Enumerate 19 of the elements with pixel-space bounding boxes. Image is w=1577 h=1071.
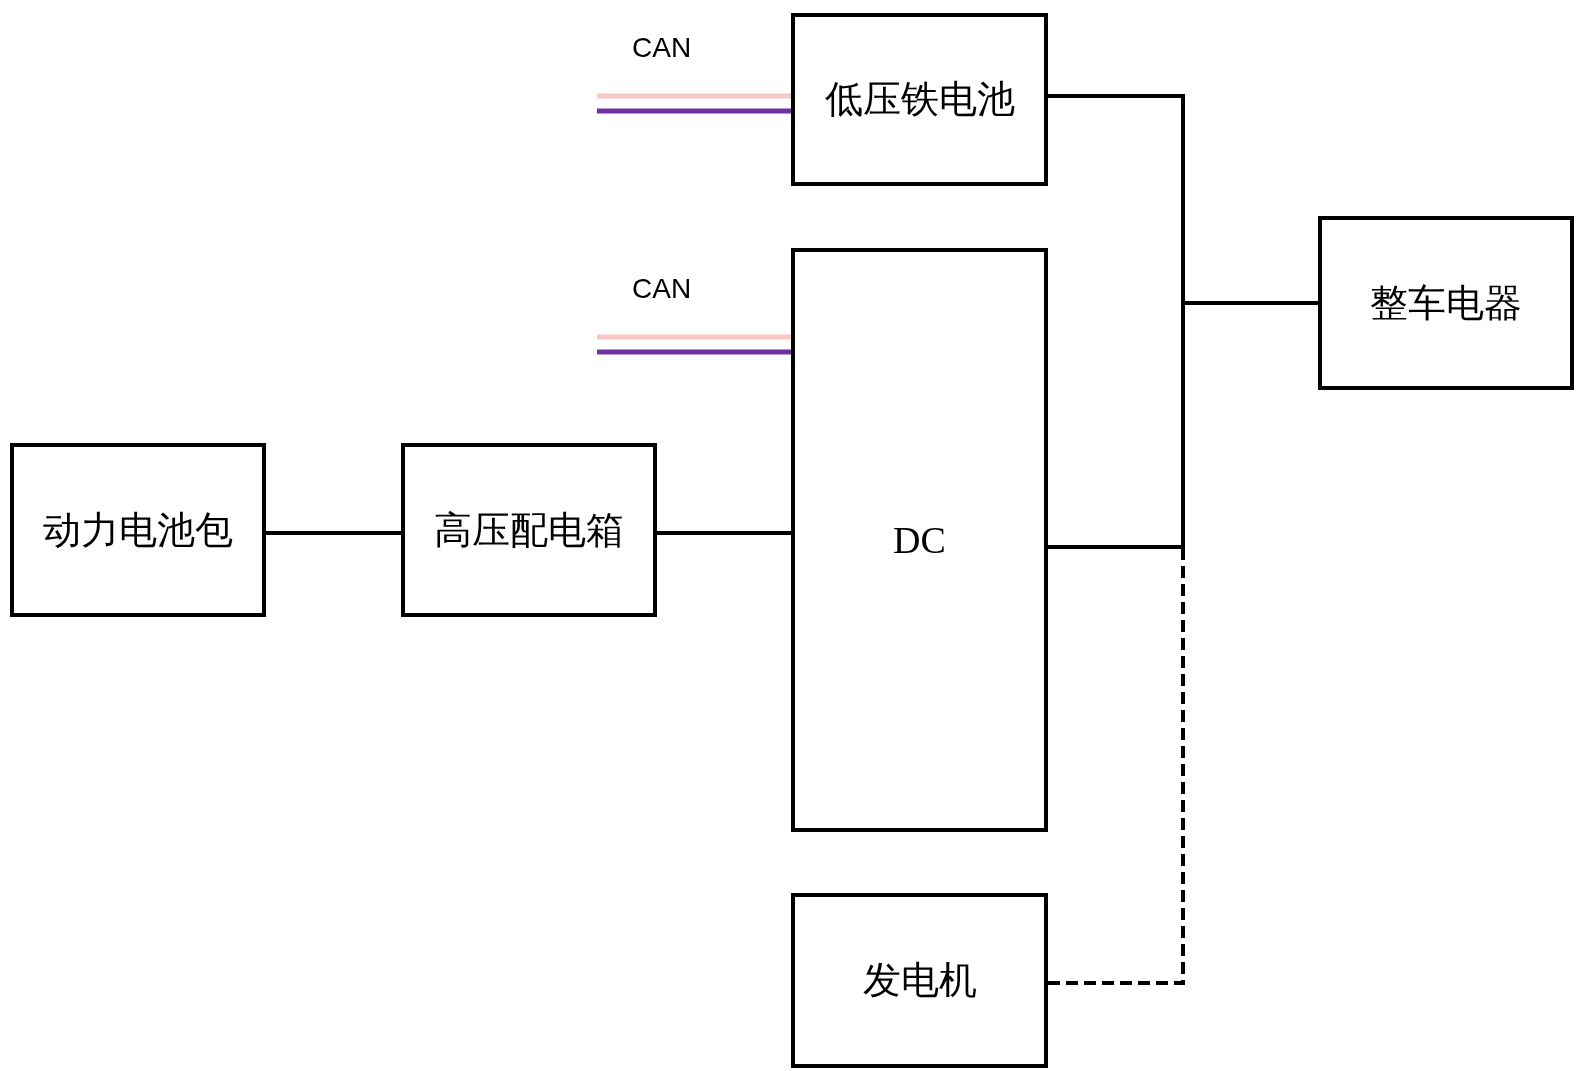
signal-line [597, 334, 791, 340]
box-label: 低压铁电池 [824, 77, 1015, 122]
signal-line [597, 108, 791, 114]
component-box [791, 13, 1048, 186]
connector-line [657, 531, 791, 535]
signal-line [597, 93, 791, 99]
connector-line [266, 531, 401, 535]
box-label: DC [893, 518, 946, 562]
component-box [791, 893, 1048, 1068]
component-box [791, 248, 1048, 832]
box-label: 动力电池包 [43, 507, 233, 553]
box-label: 整车电器 [1370, 280, 1522, 326]
component-box [401, 443, 657, 617]
box-label: 高压配电箱 [434, 507, 624, 553]
signal-line [597, 349, 791, 355]
component-box [1318, 216, 1574, 390]
box-label: 发电机 [862, 958, 977, 1003]
connector-line [1048, 301, 1318, 549]
component-box [10, 443, 266, 617]
